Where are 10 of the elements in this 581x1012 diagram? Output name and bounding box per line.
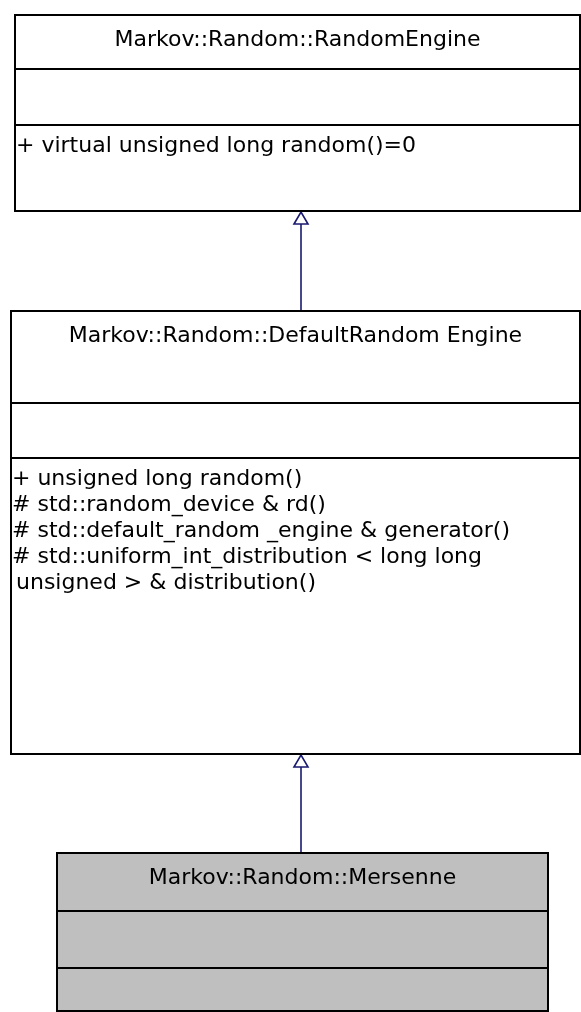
class-name: Markov::Random::RandomEngine (114, 26, 481, 51)
class-member: + virtual unsigned long random()=0 (20, 132, 418, 158)
class-name: Markov::Random::DefaultRandom Engine (68, 322, 523, 347)
class-box (10, 310, 581, 755)
inheritance-arrow (293, 211, 309, 311)
class-member: + unsigned long random() (16, 465, 304, 491)
class-name: Markov::Random::Mersenne (148, 864, 457, 889)
class-box (56, 852, 549, 1012)
class-box (14, 14, 581, 212)
inheritance-arrow (293, 754, 309, 853)
